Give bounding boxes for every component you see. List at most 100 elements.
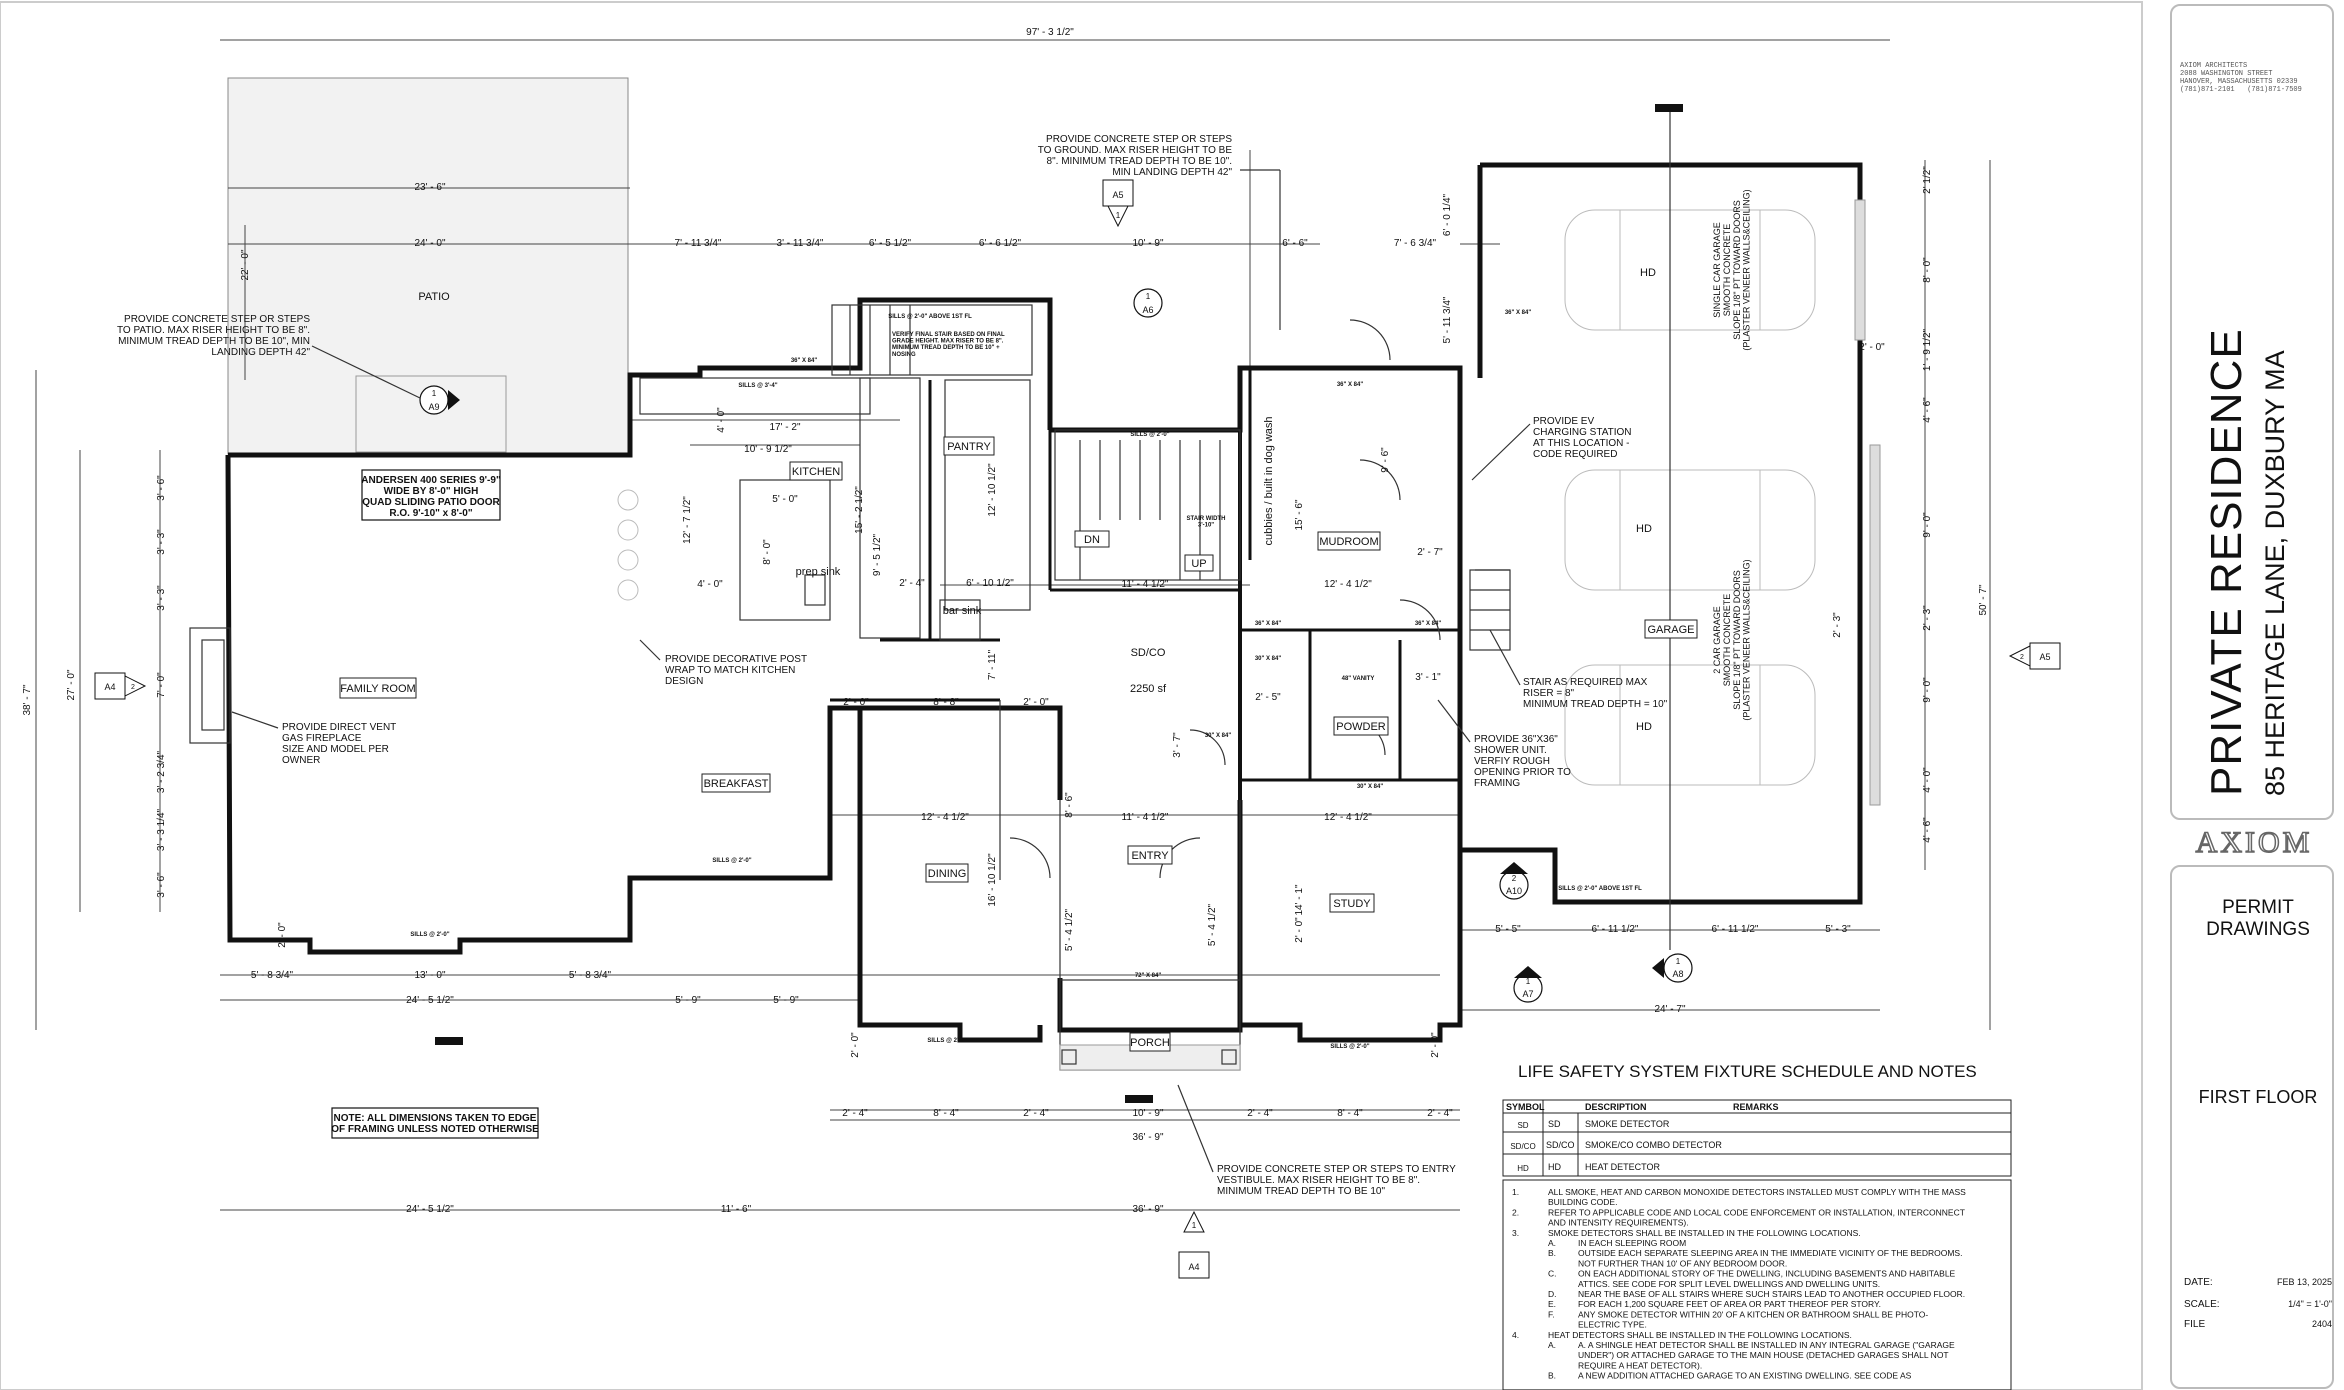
dim-24-5-b: 24' - 5 1/2": [406, 1204, 454, 1215]
dim-2-1: 2' 1/2": [1922, 166, 1933, 194]
dim-16-10: 16' - 10 1/2": [987, 853, 998, 907]
dim-5-3: 5' - 3": [1825, 924, 1851, 935]
dim-2-0-d: 2' - 0": [1294, 917, 1305, 943]
schedule-note-text: BUILDING CODE.: [1548, 1197, 1617, 1207]
tag-a6-num: 1: [1146, 292, 1151, 301]
dim-11-4-entry: 11' - 4 1/2": [1122, 812, 1169, 823]
schedule-note-num: A.: [1548, 1340, 1556, 1350]
dim-24-7: 24' - 7": [1654, 1004, 1685, 1015]
dim-15-6: 15' - 6": [1294, 499, 1305, 530]
schedule-header-description: DESCRIPTION: [1585, 1102, 1647, 1112]
sills-2-0-study: SILLS @ 2'-0": [1330, 1044, 1369, 1050]
schedule-note-text: REQUIRE A HEAT DETECTOR).: [1578, 1360, 1702, 1370]
area-label: 2250 sf: [1130, 683, 1167, 695]
section-tag-a8: 1 A8: [1652, 953, 1693, 983]
dog-wash-label: dog wash: [1263, 416, 1275, 463]
dim-6-10: 6' - 10 1/2": [966, 578, 1014, 589]
room-porch: PORCH: [1130, 1037, 1170, 1049]
schedule-note-num: 1.: [1512, 1187, 1519, 1197]
schedule-row-2-abbr: SD/CO: [1546, 1140, 1575, 1150]
schedule-note-text: ALL SMOKE, HEAT AND CARBON MONOXIDE DETE…: [1548, 1187, 1966, 1197]
section-tag-a4-left: A4 2: [94, 672, 147, 700]
section-tag-a10: 2 A10: [1499, 862, 1529, 900]
dim-36-9-b: 36' - 9": [1132, 1204, 1163, 1215]
tag-a8-label: A8: [1672, 969, 1683, 979]
dim-3-3-a: 3' - 3": [156, 529, 167, 555]
dim-5-5: 5' - 5": [1495, 924, 1521, 935]
dim-23-6: 23' - 6": [414, 182, 445, 193]
dim-6-6: 6' - 6": [1282, 238, 1308, 249]
file-value: 2404: [2311, 1319, 2332, 1329]
schedule-note-text: UNDER") OR ATTACHED GARAGE TO THE MAIN H…: [1578, 1350, 1949, 1360]
dim-2-0-b: 2' - 0": [1023, 697, 1049, 708]
dim-2-3: 2' - 3": [1922, 605, 1933, 631]
room-patio: PATIO: [418, 291, 450, 303]
dim-8-0-g: 8' - 0": [1922, 257, 1933, 283]
schedule-note-text: ON EACH ADDITIONAL STORY OF THE DWELLING…: [1578, 1269, 1956, 1279]
dim-11-6: 11' - 6": [721, 1204, 752, 1215]
dim-5-9-a: 5' - 9": [675, 995, 701, 1006]
dim-24-0: 24' - 0": [414, 238, 445, 249]
dim-17-2: 17' - 2": [769, 422, 800, 433]
dim-7-11: 7' - 11 3/4": [675, 238, 722, 249]
bar-sink-label: bar sink: [943, 605, 982, 617]
dim-12-4-top: 12' - 4 1/2": [1324, 579, 1372, 590]
dim-24-5-a: 24' - 5 1/2": [406, 995, 454, 1006]
schedule-note-text: A. A SHINGLE HEAT DETECTOR SHALL BE INST…: [1578, 1340, 1955, 1350]
dim-11-4: 11' - 4 1/2": [1122, 579, 1169, 590]
life-safety-schedule: LIFE SAFETY SYSTEM FIXTURE SCHEDULE AND …: [1502, 1062, 2012, 1390]
dim-9-6: 9' - 6": [1380, 447, 1391, 473]
cubbies-label: cubbies / built in: [1263, 467, 1275, 546]
dim-10-9: 10' - 9": [1132, 238, 1163, 249]
tag-a7-label: A7: [1522, 989, 1533, 999]
win-36x84-powder: 36" X 84": [1415, 621, 1442, 627]
sills-above-garage: SILLS @ 2'-0" ABOVE 1ST FL: [1558, 886, 1642, 892]
dim-5-8-b: 5' - 8 3/4": [569, 970, 612, 981]
sills-3-4-kitchen: SILLS @ 3'-4": [738, 383, 777, 389]
tag-a10-label: A10: [1506, 886, 1522, 896]
dim-6-11-b: 6' - 11 1/2": [1712, 924, 1759, 935]
sheet-title: FIRST FLOOR: [2198, 1087, 2318, 1107]
dim-13-0: 13' - 0": [414, 970, 445, 981]
dim-2-7: 2' - 7": [1417, 547, 1443, 558]
dim-3-3q: 3' - 3 1/4": [156, 808, 167, 851]
room-breakfast: BREAKFAST: [704, 778, 769, 790]
schedule-note-num: D.: [1548, 1289, 1557, 1299]
stair-down: DN: [1084, 534, 1100, 546]
dim-2-4-d: 2' - 4": [1427, 1108, 1453, 1119]
title-block-top-panel: AXIOM ARCHITECTS 2088 WASHINGTON STREET …: [2170, 4, 2334, 820]
dim-6-11-a: 6' - 11 1/2": [1592, 924, 1639, 935]
dim-6-6h: 6' - 6 1/2": [979, 238, 1022, 249]
win-36x84-garage: 36" X 84": [1505, 310, 1532, 316]
stair-up: UP: [1191, 558, 1206, 570]
schedule-header-remarks: REMARKS: [1733, 1102, 1779, 1112]
schedule-row-3-abbr: HD: [1548, 1162, 1561, 1172]
firm-address: AXIOM ARCHITECTS 2088 WASHINGTON STREET …: [2180, 62, 2302, 94]
dim-5-9-b: 5' - 9": [773, 995, 799, 1006]
dimension-labels: 97' - 3 1/2" 23' - 6" 24' - 0" 7' - 11 3…: [22, 27, 1989, 1215]
dim-2-0-e: 2' - 0": [1430, 1032, 1441, 1058]
schedule-note-text: OUTSIDE EACH SEPARATE SLEEPING AREA IN T…: [1578, 1248, 1962, 1258]
dim-8-4-a: 8' - 4": [933, 1108, 959, 1119]
schedule-row-1-abbr: SD: [1548, 1119, 1561, 1129]
hd-label-3: HD: [1636, 721, 1652, 733]
schedule-note-text: AND INTENSITY REQUIREMENTS).: [1548, 1218, 1689, 1228]
section-tag-a5-top: A5 1: [1102, 179, 1134, 228]
section-marker-bottom: [435, 1037, 463, 1045]
schedule-row-3-symbol: HD: [1517, 1164, 1529, 1173]
dim-3-1: 3' - 1": [1415, 672, 1441, 683]
sills-1-0-stair: SILLS @ 2'-0": [1130, 432, 1169, 438]
schedule-header-symbol: SYMBOL: [1506, 1102, 1545, 1112]
dim-4-0-v: 4' - 0": [716, 407, 727, 433]
tag-a10-num: 2: [1512, 874, 1517, 883]
dim-2-0-a: 2' - 0": [843, 697, 869, 708]
dim-36-9-a: 36' - 9": [1132, 1132, 1163, 1143]
porch: [1059, 979, 1241, 1071]
section-tag-a4-bottom: 1 A4: [1178, 1210, 1210, 1279]
